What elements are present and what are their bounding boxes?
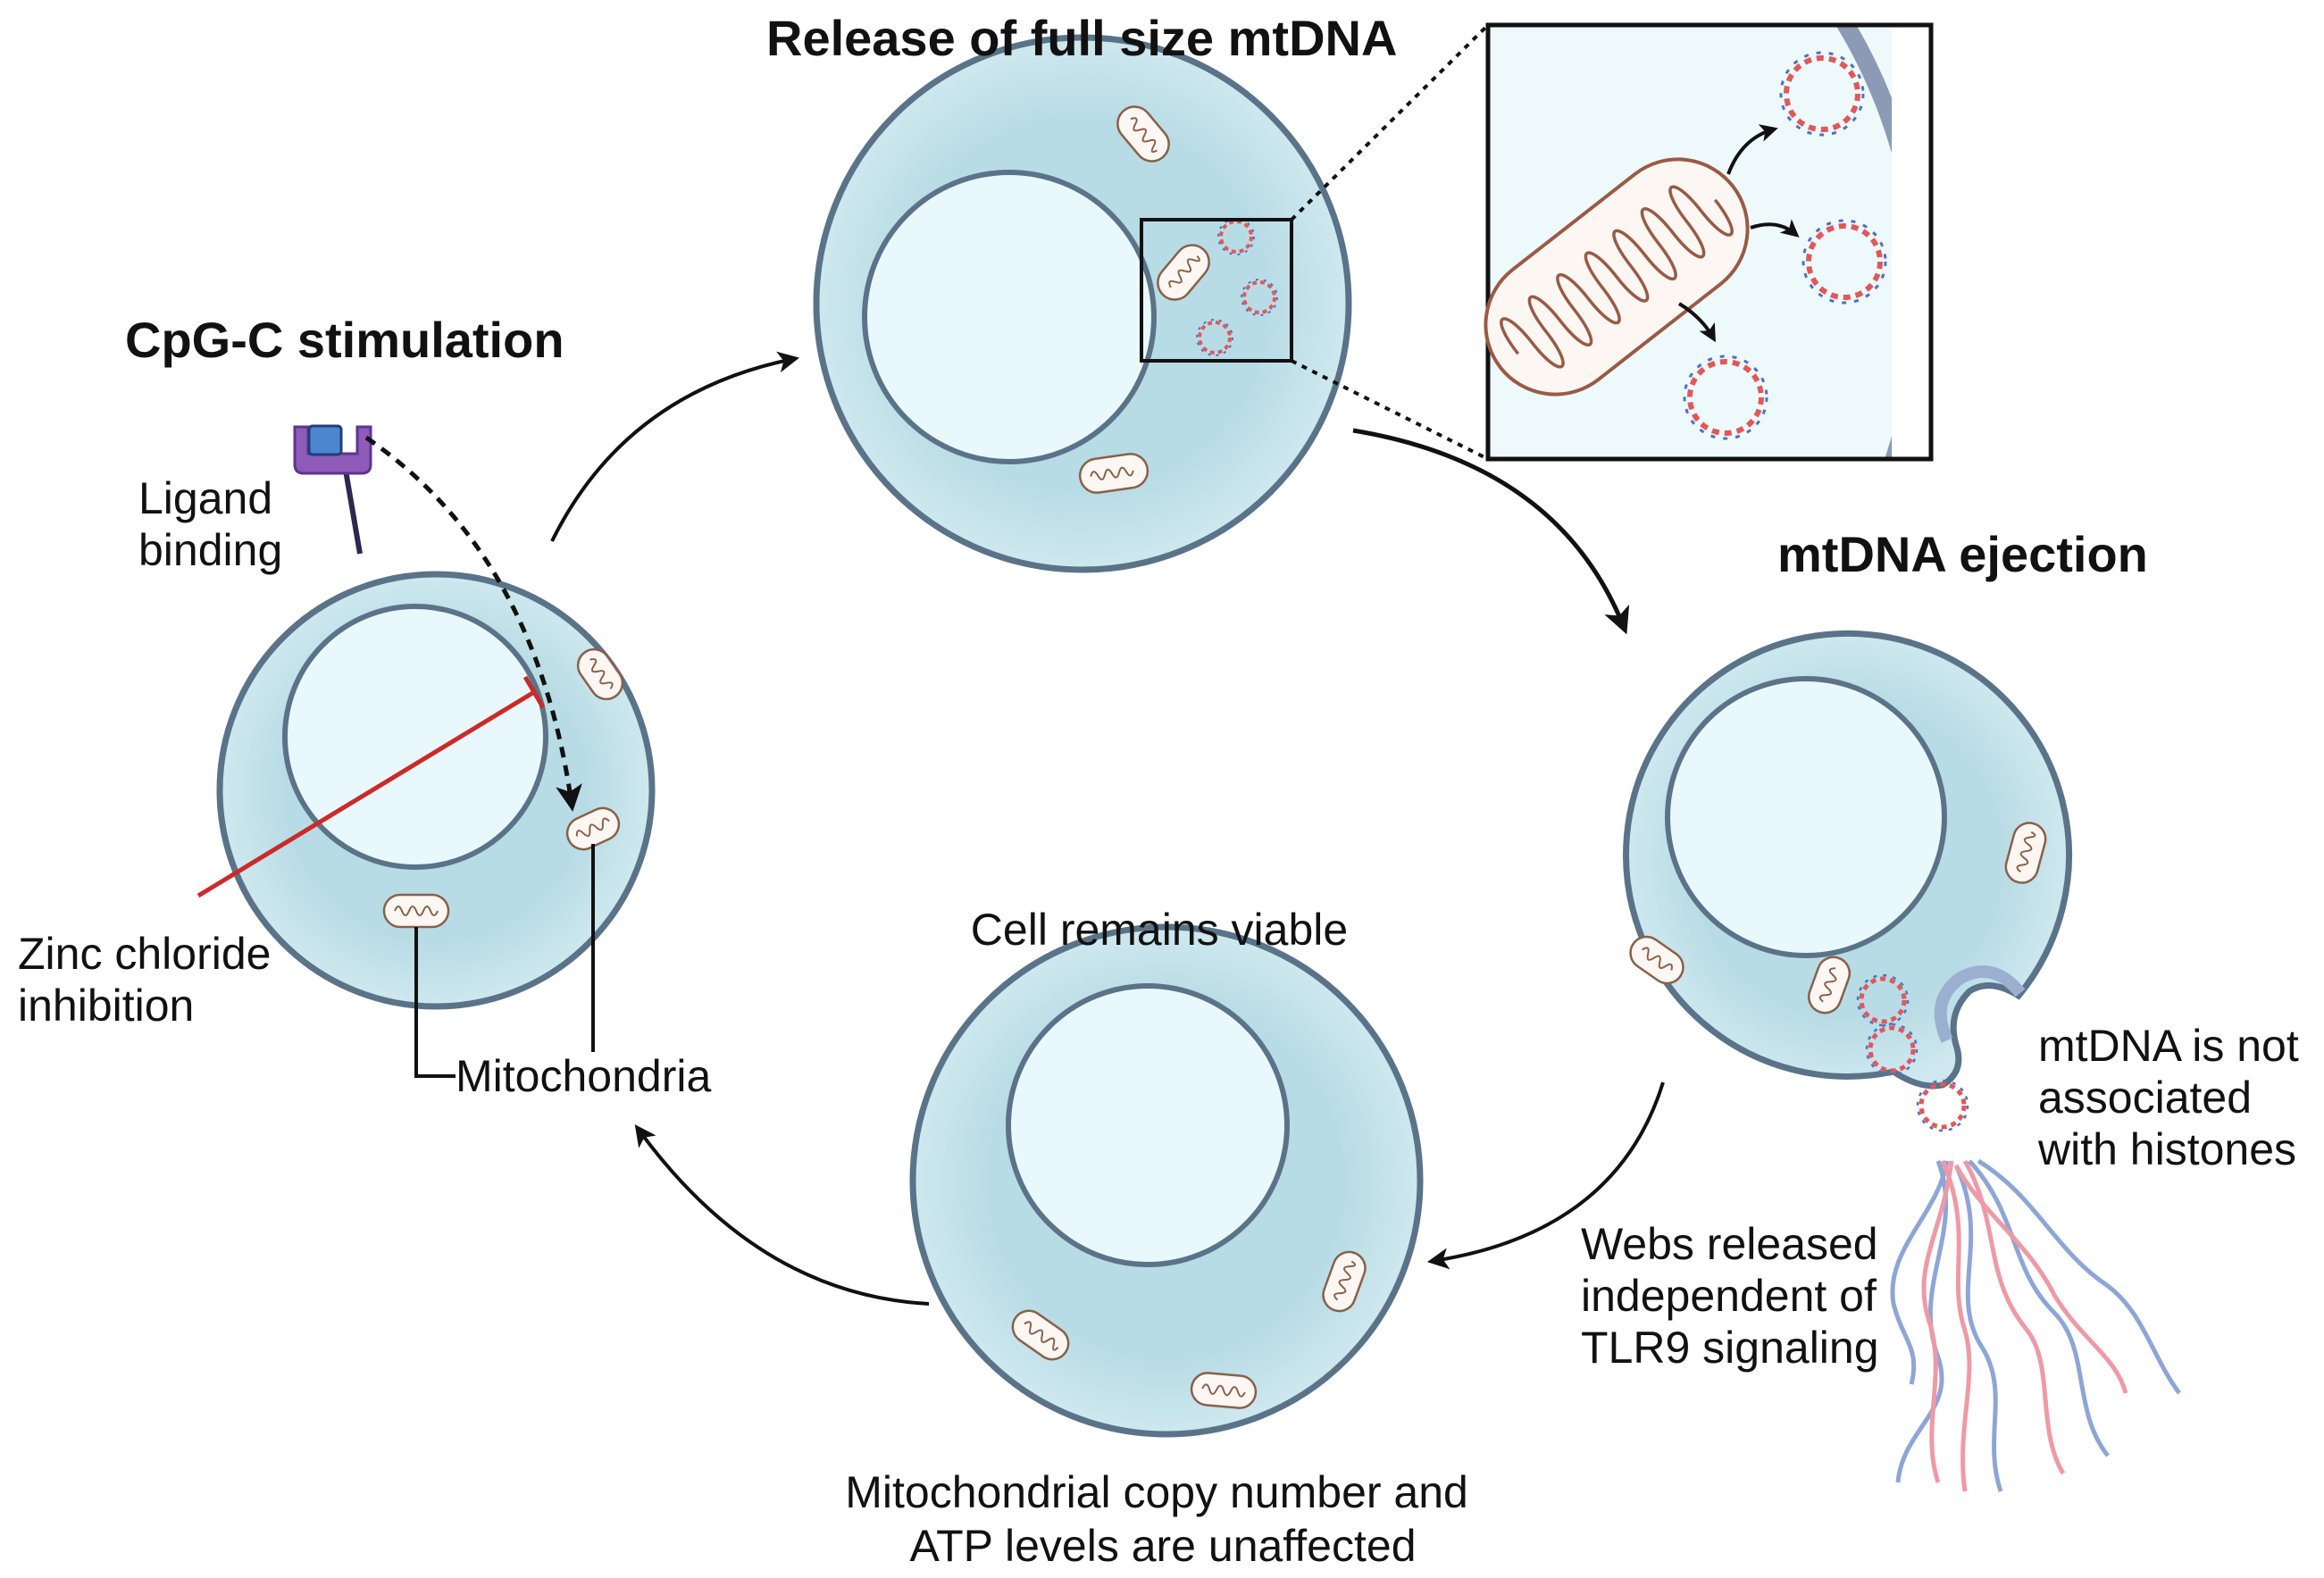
mitochondrion — [1807, 956, 1852, 1014]
mitochondrion — [1011, 1309, 1070, 1361]
receptor — [293, 424, 372, 555]
mtdna-circle — [1217, 218, 1255, 255]
cell-stimulated — [216, 571, 656, 1010]
signal-arrow — [364, 435, 582, 812]
mtdna-circle — [1802, 219, 1887, 305]
cycle-arrow — [1426, 1081, 1665, 1270]
inhibition-bar — [522, 675, 546, 709]
title-release: Release of full size mtDNA — [766, 10, 1397, 66]
mtdna-circle — [1779, 51, 1865, 137]
nucleus — [282, 604, 548, 870]
receptor-icon — [293, 425, 372, 475]
label-cell-viable: Cell remains viable — [971, 905, 1348, 955]
mitochondria-pointer — [414, 927, 456, 1078]
ligand-icon — [307, 424, 343, 456]
title-ejection: mtDNA ejection — [1777, 526, 2148, 582]
zoom-guide — [1291, 359, 1489, 461]
cycle-arrow — [1352, 428, 1630, 635]
label-mitochondria: Mitochondria — [456, 1051, 711, 1101]
mitochondrion — [1116, 105, 1170, 163]
membrane-pocket — [1934, 965, 2026, 1043]
cell-ejection — [1623, 630, 2073, 1090]
mitochondrion — [2004, 822, 2047, 884]
mitochondrion — [1629, 935, 1684, 985]
release-arrow — [1750, 219, 1800, 238]
release-arrow — [1726, 124, 1778, 175]
mitochondrion — [1157, 244, 1210, 301]
mtdna-circle — [1856, 973, 1910, 1027]
cell-viable — [909, 923, 1424, 1438]
title-cpg-stimulation: CpG-C stimulation — [125, 312, 564, 368]
mtdna-circle — [1865, 1023, 1919, 1076]
nucleus — [1006, 983, 1290, 1267]
zinc-inhibition-line — [196, 689, 536, 898]
mitochondrion — [565, 806, 621, 851]
mitochondrion — [1078, 453, 1149, 494]
mtdna-circle — [1683, 355, 1768, 440]
cycle-arrow — [550, 351, 800, 542]
cycle-arrow — [634, 1124, 930, 1306]
mitochondrion — [1190, 1372, 1258, 1409]
mtdna-circle — [1916, 1079, 1969, 1132]
zoom-box — [1140, 218, 1293, 363]
label-copy-number: Mitochondrial copy number and ATP levels… — [845, 1467, 1481, 1571]
label-ligand-binding: Ligand binding — [138, 473, 285, 575]
mitochondrion-large — [1484, 157, 1750, 397]
dna-webs — [1890, 1158, 2182, 1492]
mitochondrion — [1322, 1250, 1367, 1313]
mitochondrion — [382, 893, 450, 929]
zoom-inset — [1484, 22, 1934, 462]
mitochondrion — [576, 647, 624, 701]
cell-release — [813, 34, 1352, 573]
nucleus — [1665, 676, 1947, 958]
label-no-histones: mtDNA is not associated with histones — [2037, 1021, 2311, 1174]
nucleus — [862, 170, 1157, 464]
mtdna-circle — [1196, 319, 1233, 356]
mtdna-circle — [1241, 279, 1278, 316]
label-webs-released: Webs released independent of TLR9 signal… — [1581, 1219, 1891, 1373]
release-arrow — [1677, 302, 1716, 343]
label-zinc-inhibition: Zinc chloride inhibition — [18, 929, 283, 1031]
